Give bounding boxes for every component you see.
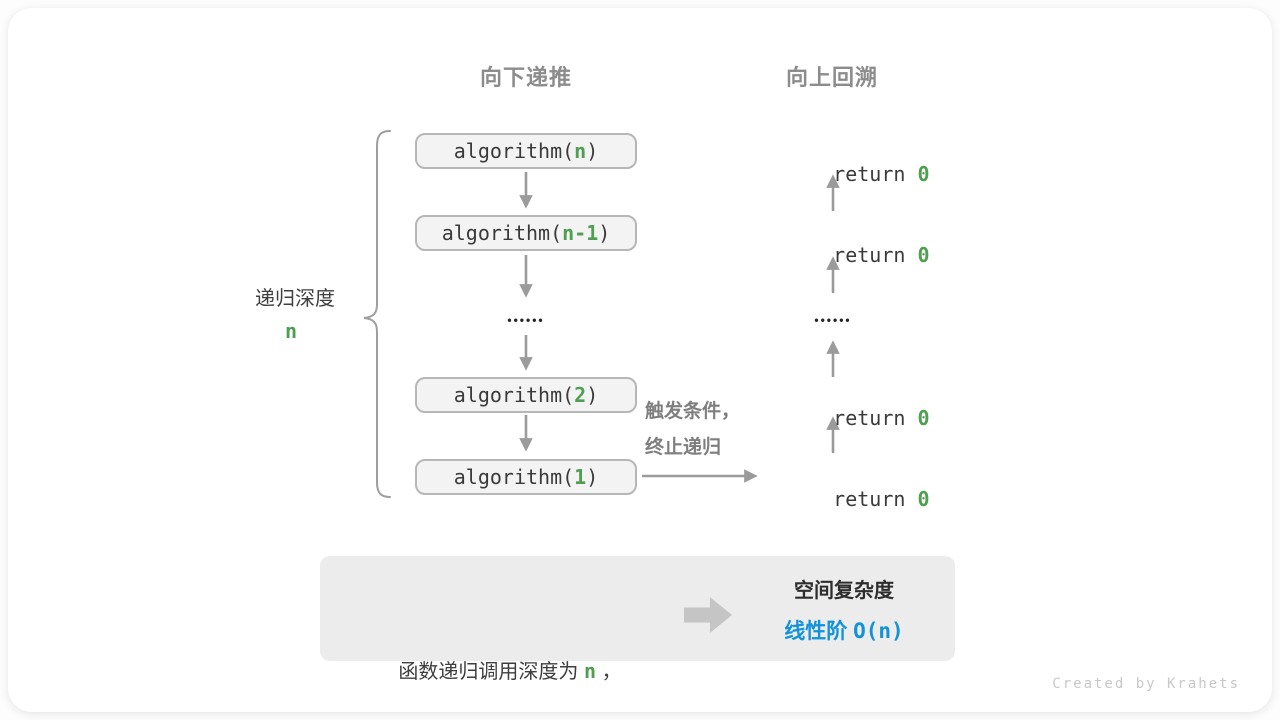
frame-fn-name: algorithm( <box>453 139 575 163</box>
return-keyword: return <box>833 487 918 511</box>
frame-paren: ) <box>598 221 611 245</box>
return-value: 0 <box>917 243 930 267</box>
summary-description: 函数递归调用深度为 n ， 共使用 O(n) 的栈帧空间 <box>345 571 675 720</box>
frame-arg: 1 <box>574 465 587 489</box>
header-upward-backtracking: 向上回溯 <box>785 65 878 90</box>
result-order-label: 线性阶 <box>784 620 854 643</box>
return-statement: return 0 <box>785 219 930 291</box>
trigger-line2: 终止递归 <box>645 437 722 458</box>
returns-ellipsis: •••••• <box>814 313 852 327</box>
return-keyword: return <box>833 243 918 267</box>
return-keyword: return <box>833 406 918 430</box>
depth-label: 递归深度 <box>255 288 335 310</box>
frame-fn-name: algorithm( <box>453 383 575 407</box>
stack-ellipsis: •••••• <box>507 313 545 327</box>
result-big-o: O(n) <box>853 619 904 643</box>
frame-algorithm-1: algorithm(1) <box>415 459 637 495</box>
frame-arg: n-1 <box>562 221 599 245</box>
return-statement: return 0 <box>785 463 930 535</box>
trigger-note: 触发条件， 终止递归 <box>645 394 740 466</box>
return-value: 0 <box>917 406 930 430</box>
frame-fn-name: algorithm( <box>453 465 575 489</box>
frame-arg: 2 <box>574 383 587 407</box>
result-title: 空间复杂度 <box>794 580 894 602</box>
summary-var-n: n <box>583 659 597 683</box>
return-statement: return 0 <box>785 138 930 210</box>
frame-fn-name: algorithm( <box>441 221 563 245</box>
trigger-line1: 触发条件， <box>645 401 741 422</box>
frame-paren: ) <box>586 383 599 407</box>
depth-value-n: n <box>284 319 298 343</box>
frame-algorithm-2: algorithm(2) <box>415 377 637 413</box>
depth-value: n <box>221 319 361 344</box>
summary-result: 空间复杂度 线性阶 O(n) <box>728 571 960 652</box>
return-value: 0 <box>917 487 930 511</box>
frame-algorithm-n: algorithm(n) <box>415 133 637 169</box>
return-value: 0 <box>917 162 930 186</box>
frame-algorithm-n-1: algorithm(n-1) <box>415 215 637 251</box>
header-downward-recursion: 向下递推 <box>479 65 572 90</box>
return-statement: return 0 <box>785 382 930 454</box>
credit-watermark: Created by Krahets <box>1052 676 1240 692</box>
frame-paren: ) <box>586 465 599 489</box>
summary-text: 函数递归调用深度为 <box>398 661 584 683</box>
summary-text: ， <box>596 661 622 683</box>
frame-arg: n <box>574 139 587 163</box>
return-keyword: return <box>833 162 918 186</box>
summary-panel <box>320 556 955 661</box>
result-value: 线性阶 O(n) <box>728 611 960 652</box>
frame-paren: ) <box>586 139 599 163</box>
summary-line1: 函数递归调用深度为 n ， <box>345 651 675 692</box>
